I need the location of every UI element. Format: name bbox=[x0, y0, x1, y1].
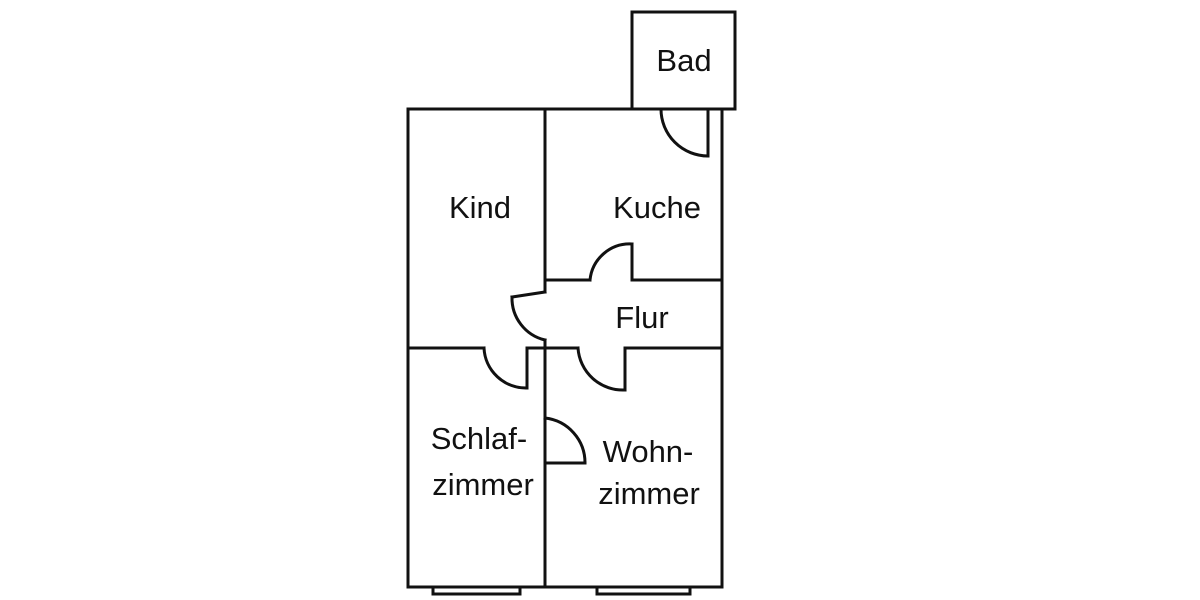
room-label-schlafzimmer-line1: Schlaf- bbox=[431, 421, 527, 456]
room-label-wohnzimmer-line2: zimmer bbox=[598, 476, 700, 511]
door-schlafzimmer-side bbox=[543, 416, 587, 465]
door-wohnzimmer bbox=[576, 346, 627, 392]
door-schlafzimmer-top bbox=[482, 346, 529, 390]
door-bad bbox=[659, 107, 710, 158]
room-label-wohnzimmer-line1: Wohn- bbox=[603, 434, 694, 469]
windows bbox=[431, 585, 692, 596]
doors bbox=[482, 107, 710, 465]
door-kind bbox=[510, 290, 547, 342]
room-label-kuche: Kuche bbox=[613, 190, 701, 225]
bathroom-walls bbox=[630, 10, 737, 111]
interior-walls bbox=[406, 107, 724, 589]
window-schlafzimmer bbox=[431, 585, 522, 596]
room-label-bad: Bad bbox=[656, 43, 711, 78]
window-wohnzimmer bbox=[595, 585, 692, 596]
room-label-kind: Kind bbox=[449, 190, 511, 225]
room-label-schlafzimmer-line2: zimmer bbox=[432, 467, 534, 502]
door-kuche bbox=[588, 242, 634, 282]
room-label-flur: Flur bbox=[615, 300, 668, 335]
